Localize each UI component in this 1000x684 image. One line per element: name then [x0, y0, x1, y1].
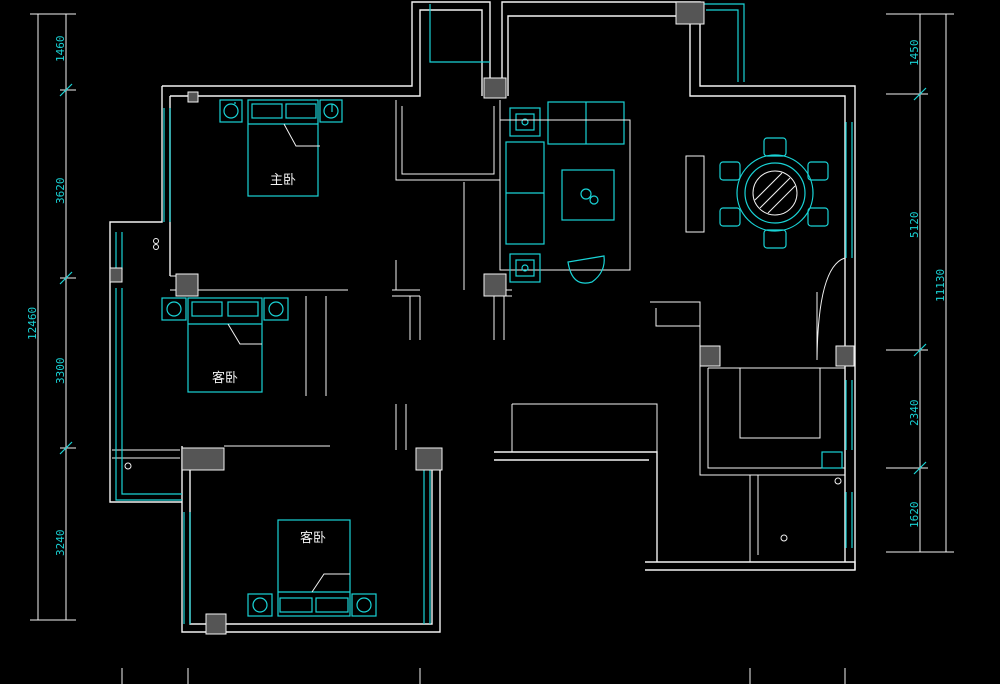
interior-walls [112, 100, 846, 562]
guest-bed-2 [247, 519, 377, 617]
dim-right-total: 11130 [934, 269, 947, 302]
dim-left-1: 1460 [54, 36, 67, 63]
exterior-walls [109, 1, 856, 633]
room-label-guest-bedroom-1: 客卧 [212, 370, 238, 386]
structural-columns [109, 1, 855, 635]
dining-table [719, 137, 829, 249]
dim-left-2: 3620 [54, 178, 67, 205]
room-label-master-bedroom: 主卧 [270, 173, 296, 188]
guest-bed-1 [161, 297, 289, 393]
dim-right-3: 2340 [908, 400, 921, 427]
windows [115, 3, 853, 624]
right-dimension-lines [886, 13, 954, 553]
living-sofa-set [499, 101, 631, 284]
left-dimension-lines [30, 13, 76, 621]
master-bed [219, 99, 343, 197]
room-label-guest-bedroom-2: 客卧 [300, 530, 326, 546]
fixtures [124, 238, 843, 542]
bottom-dimension-ticks [121, 668, 846, 684]
dim-right-1: 1450 [908, 40, 921, 67]
dim-left-total: 12460 [26, 307, 39, 340]
dim-right-2: 5120 [908, 212, 921, 239]
dim-left-3: 3300 [54, 358, 67, 385]
dim-left-4: 3240 [54, 530, 67, 557]
dim-right-4: 1620 [908, 502, 921, 529]
